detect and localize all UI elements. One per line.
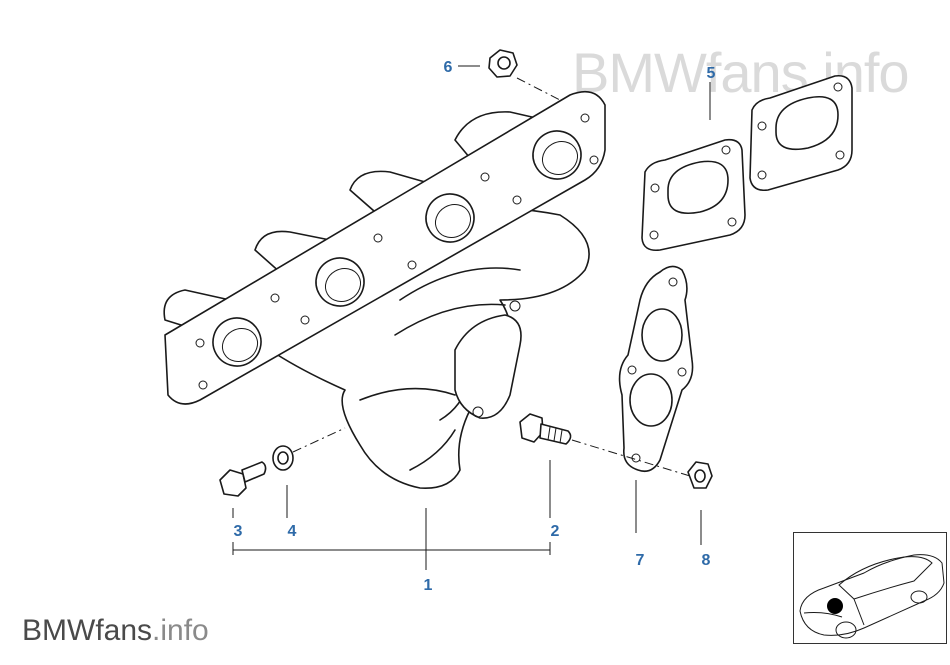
callout-7[interactable]: 7: [636, 552, 645, 569]
hex-bolt-left[interactable]: [219, 461, 267, 497]
callout-1[interactable]: 1: [424, 577, 433, 594]
watermark-bottom-suffix: .info: [152, 614, 209, 647]
hex-bolt-right[interactable]: [519, 413, 572, 445]
callouts: 1 2 3 4 5 6 7 8: [234, 59, 716, 594]
car-location-thumbnail[interactable]: [793, 532, 947, 644]
watermark-top-brand: BMWfans: [572, 41, 809, 104]
hex-nut-top[interactable]: [488, 49, 518, 78]
location-marker: [827, 598, 843, 614]
leader-lines: [232, 65, 711, 570]
manifold-gasket[interactable]: [641, 74, 853, 252]
callout-3[interactable]: 3: [234, 523, 243, 540]
callout-6[interactable]: 6: [444, 59, 453, 76]
callout-8[interactable]: 8: [702, 552, 711, 569]
watermark-bottom-brand: BMWfans: [22, 614, 153, 647]
callout-4[interactable]: 4: [288, 523, 297, 540]
flange-gasket[interactable]: [618, 265, 694, 473]
callout-2[interactable]: 2: [551, 523, 560, 540]
exhaust-manifold[interactable]: [163, 90, 606, 489]
centerline-right: [571, 439, 691, 477]
hex-nut-right[interactable]: [687, 461, 713, 489]
centerline-nut-top: [516, 77, 561, 101]
washer[interactable]: [272, 445, 294, 471]
centerline-left: [292, 427, 346, 453]
watermark-top: BMWfans.info: [572, 40, 910, 105]
car-location-icon: [799, 554, 945, 639]
callout-5[interactable]: 5: [707, 65, 716, 82]
watermark-bottom: BMWfans.info: [22, 614, 209, 648]
